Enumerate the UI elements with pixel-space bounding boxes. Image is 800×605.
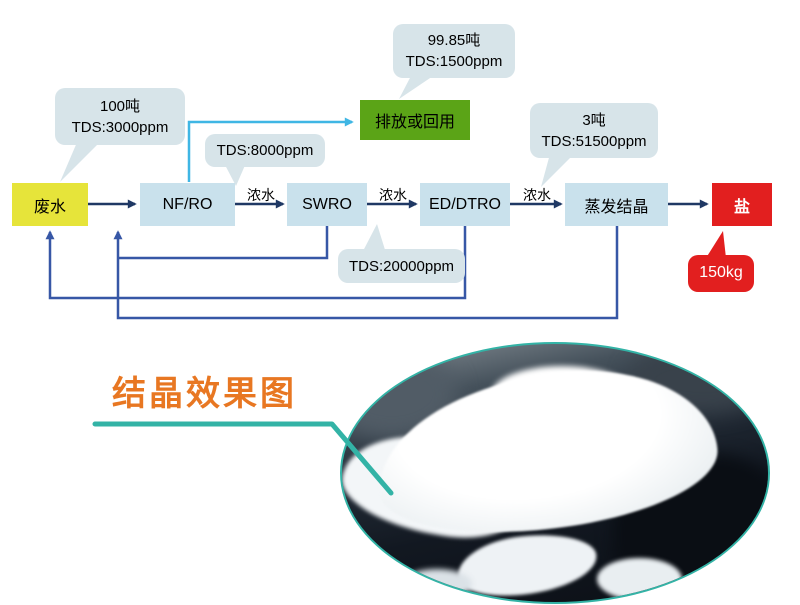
crystal-photo: [340, 342, 770, 604]
callout-salt-weight-value: 150kg: [699, 264, 743, 282]
box-salt: 盐: [712, 183, 772, 226]
box-wastewater: 废水: [12, 183, 88, 226]
callout-salt-weight: 150kg: [688, 255, 754, 292]
box-discharge-reuse: 排放或回用: [360, 100, 470, 140]
callout-swro-out-tds: TDS:20000ppm: [348, 257, 455, 275]
photo-texture: [454, 528, 600, 602]
callout-nfro-out: TDS:8000ppm: [205, 134, 325, 167]
callout-nfro-out-tds: TDS:8000ppm: [216, 142, 314, 159]
callout-evap-feed: 3吨 TDS:51500ppm: [530, 103, 658, 158]
callout-discharge-tds: TDS:1500ppm: [405, 53, 503, 70]
box-swro: SWRO: [287, 183, 367, 226]
callout-salt-weight-tail: [706, 231, 726, 258]
callout-feed: 100吨 TDS:3000ppm: [55, 88, 185, 145]
edge-label-concentrate-2: 浓水: [379, 187, 407, 203]
callout-feed-tail: [60, 140, 102, 182]
callout-swro-out: TDS:20000ppm: [338, 249, 465, 283]
callout-evap-feed-tds: TDS:51500ppm: [541, 132, 647, 150]
callout-feed-tds: TDS:3000ppm: [71, 118, 169, 136]
return-line-swro: [118, 226, 329, 260]
box-eddtro: ED/DTRO: [420, 183, 510, 226]
edge-label-concentrate-3: 浓水: [523, 187, 551, 203]
box-evaporation: 蒸发结晶: [565, 183, 668, 226]
photo-texture: [597, 558, 682, 600]
edge-label-concentrate-1: 浓水: [247, 187, 275, 203]
callout-discharge: 99.85吨 TDS:1500ppm: [393, 24, 515, 78]
photo-texture: [402, 569, 472, 599]
callout-evap-feed-amount: 3吨: [582, 111, 606, 129]
callout-discharge-amount: 99.85吨: [427, 32, 481, 49]
photo-texture: [492, 366, 632, 421]
photo-caption: 结晶效果图: [112, 375, 297, 413]
callout-feed-amount: 100吨: [99, 97, 141, 115]
box-nfro: NF/RO: [140, 183, 235, 226]
